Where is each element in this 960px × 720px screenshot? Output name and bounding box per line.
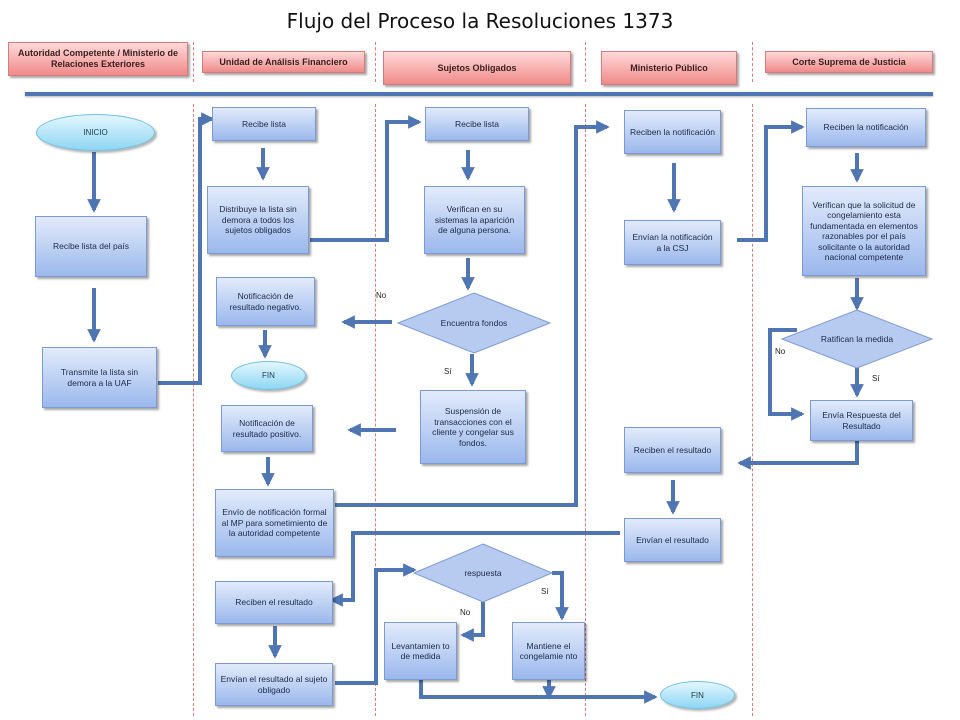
process-transmite-lista: Transmite la lista sin demora a la UAF	[42, 347, 157, 408]
arrow-levantamiento-to-fin	[419, 680, 658, 704]
lane-corte-suprema: Corte Suprema de Justicia	[765, 51, 933, 73]
process-envia-respuesta: Envía Respuesta del Resultado	[810, 400, 913, 441]
lane-separator	[752, 42, 753, 82]
diagram-title: Flujo del Proceso la Resoluciones 1373	[286, 9, 674, 33]
lane-separator	[193, 104, 194, 716]
process-mp-reciben-notificacion: Reciben la notificación	[624, 110, 721, 154]
process-uaf-reciben-resultado: Reciben el resultado	[215, 581, 333, 624]
end-oval-1: FIN	[231, 361, 306, 390]
process-notificacion-positivo: Notificación de resultado positivo.	[221, 405, 313, 452]
process-csj-reciben-notificacion: Reciben la notificación	[806, 108, 926, 147]
decision-encuentra-fondos-shape	[396, 292, 552, 354]
decision-respuesta-shape	[412, 543, 554, 603]
process-levantamiento-medida: Levantamien to de medida	[384, 622, 457, 680]
process-uaf-envian-resultado: Envían el resultado al sujeto obligado	[215, 663, 333, 706]
arrow-respuesta-si	[552, 571, 569, 621]
label-no-respuesta: No	[460, 608, 471, 617]
label-no-encuentra: No	[376, 291, 387, 300]
process-verifican-sistemas: Verifican en su sistemas la aparición de…	[424, 186, 525, 254]
label-si-respuesta: Sí	[541, 587, 549, 596]
process-mp-reciben-resultado: Reciben el resultado	[624, 427, 721, 473]
lane-separator	[585, 42, 586, 82]
arrow-envio-to-mp	[335, 120, 610, 507]
arrow-distribuye-to-so	[310, 115, 422, 242]
label-si-encuentra: Sí	[444, 367, 452, 376]
decision-encuentra-fondos: Encuentra fondos	[440, 317, 508, 328]
arrow-uaf-envian-to-so	[335, 563, 417, 685]
lane-separator	[193, 42, 194, 82]
process-mp-envian-notificacion: Envían la notificación a la CSJ	[624, 220, 721, 265]
process-mantiene-congelamiento: Mantiene el congelamie nto	[512, 622, 585, 680]
process-distribuye-lista: Distribuye la lista sin demora a todos l…	[207, 186, 309, 254]
lane-separator	[375, 104, 376, 716]
process-csj-verifican: Verifican que la solicitud de congelamie…	[802, 186, 926, 276]
arrow-transmite-to-uaf	[158, 112, 215, 385]
lane-separator	[752, 104, 753, 716]
process-notificacion-negativo: Notificación de resultado negativo.	[216, 277, 315, 326]
process-envio-notificacion-mp: Envío de notificación formal al MP para …	[215, 489, 334, 557]
decision-respuesta: respuesta	[464, 567, 502, 578]
arrow-mp-envian-to-uaf	[329, 531, 620, 607]
lane-sujetos-obligados: Sujetos Obligados	[383, 51, 571, 85]
decision-ratifican-shape	[780, 309, 934, 369]
arrow-ratifican-no	[768, 328, 805, 421]
arrow-mp-envian-to-csj	[737, 120, 805, 242]
lane-separator	[375, 42, 376, 82]
start-oval: INICIO	[36, 114, 155, 151]
lane-separator	[585, 104, 586, 716]
process-suspension: Suspensión de transacciones con el clien…	[420, 390, 526, 464]
process-recibe-lista-pais: Recibe lista del país	[35, 216, 147, 277]
end-oval-2: FIN	[660, 681, 735, 709]
process-uaf-recibe-lista: Recibe lista	[212, 107, 316, 141]
process-so-recibe-lista: Recibe lista	[425, 107, 529, 141]
label-si-ratifican: Sí	[872, 374, 880, 383]
lane-autoridad-competente: Autoridad Competente / Ministerio de Rel…	[8, 42, 188, 76]
arrow-respuesta-to-mp	[737, 440, 859, 470]
decision-ratifican: Ratifican la medida	[820, 333, 894, 344]
process-mp-envian-resultado: Envían el resultado	[624, 518, 721, 562]
label-no-ratifican: No	[775, 347, 786, 356]
arrow-respuesta-no	[460, 602, 485, 642]
lane-ministerio-publico: Ministerio Público	[601, 51, 737, 85]
lane-uaf: Unidad de Análisis Financiero	[202, 51, 365, 73]
lane-header-bar	[25, 92, 933, 96]
